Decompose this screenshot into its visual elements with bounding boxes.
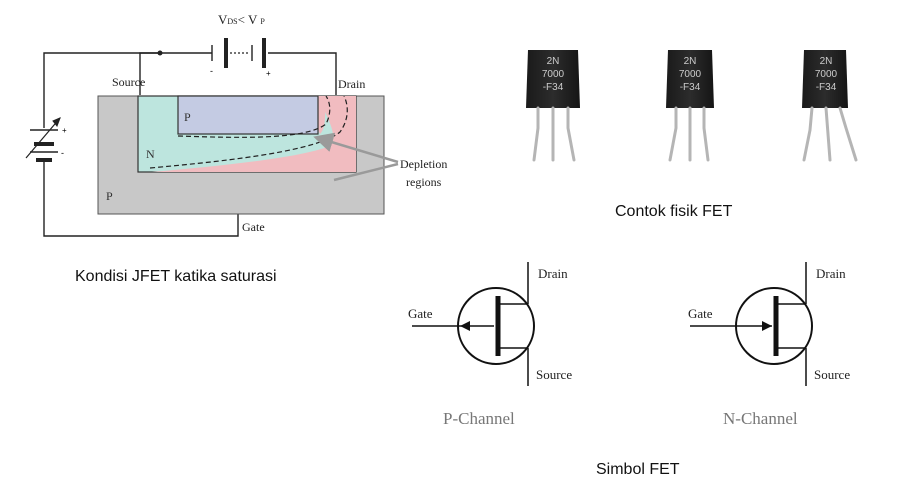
circuit-wires <box>43 52 337 237</box>
drain-label: Drain <box>338 77 365 91</box>
p-channel-name: P-Channel <box>443 409 515 428</box>
depletion-label-line1: Depletion <box>400 157 447 171</box>
transistor-marking: -F34 <box>816 82 837 93</box>
to92-transistor-3: 2N 7000 -F34 <box>802 50 858 162</box>
depletion-region-bottom <box>152 96 356 172</box>
transistor-marking: 7000 <box>542 69 565 80</box>
junction-dot <box>157 50 163 56</box>
top-battery-minus: - <box>210 66 213 76</box>
to92-transistor-2: 2N 7000 -F34 <box>666 50 714 162</box>
transistor-marking: 7000 <box>679 69 702 80</box>
transistor-marking: 7000 <box>815 69 838 80</box>
jfet-caption: Kondisi JFET katika saturasi <box>75 268 277 285</box>
gate-battery-plus: + <box>62 126 67 135</box>
depletion-pointer-lower <box>333 162 399 182</box>
n-channel-gate-label: Gate <box>688 306 713 321</box>
transistor-marking: -F34 <box>543 82 564 93</box>
gate-label: Gate <box>242 220 265 234</box>
transistor-marking: 2N <box>547 56 560 67</box>
p-gate-label: P <box>184 110 191 124</box>
n-channel-name: N-Channel <box>723 409 798 428</box>
p-gate-region <box>177 95 319 135</box>
depletion-region-top <box>318 96 326 134</box>
transistor-marking: -F34 <box>680 82 701 93</box>
n-channel-source-label: Source <box>814 367 850 382</box>
depletion-boundary-upper <box>177 95 331 138</box>
gate-battery-minus: - <box>61 148 64 158</box>
depletion-label-line2: regions <box>406 175 442 189</box>
symbols-caption: Simbol FET <box>596 461 680 478</box>
n-channel-label: N <box>146 147 155 161</box>
transistor-marking: 2N <box>684 56 697 67</box>
top-battery-plus: + <box>266 69 271 78</box>
p-substrate-label: P <box>106 189 113 203</box>
p-channel-source-label: Source <box>536 367 572 382</box>
to92-transistor-1: 2N 7000 -F34 <box>526 50 580 162</box>
top-battery-icon <box>211 38 266 68</box>
source-label: Source <box>112 75 145 89</box>
n-channel-drain-label: Drain <box>816 266 846 281</box>
gate-battery-icon <box>25 117 61 162</box>
p-channel-symbol <box>412 262 535 386</box>
p-channel-gate-label: Gate <box>408 306 433 321</box>
depletion-pointer-upper <box>313 132 399 164</box>
transistor-marking: 2N <box>820 56 833 67</box>
physical-fet-examples: 2N 7000 -F34 2N 7000 -F34 2N 700 <box>526 50 858 220</box>
n-channel-symbol <box>690 262 813 386</box>
physical-caption: Contok fisik FET <box>615 203 733 220</box>
p-channel-drain-label: Drain <box>538 266 568 281</box>
fet-symbols: Gate Drain Source P-Channel Gate Drain S… <box>408 262 850 478</box>
